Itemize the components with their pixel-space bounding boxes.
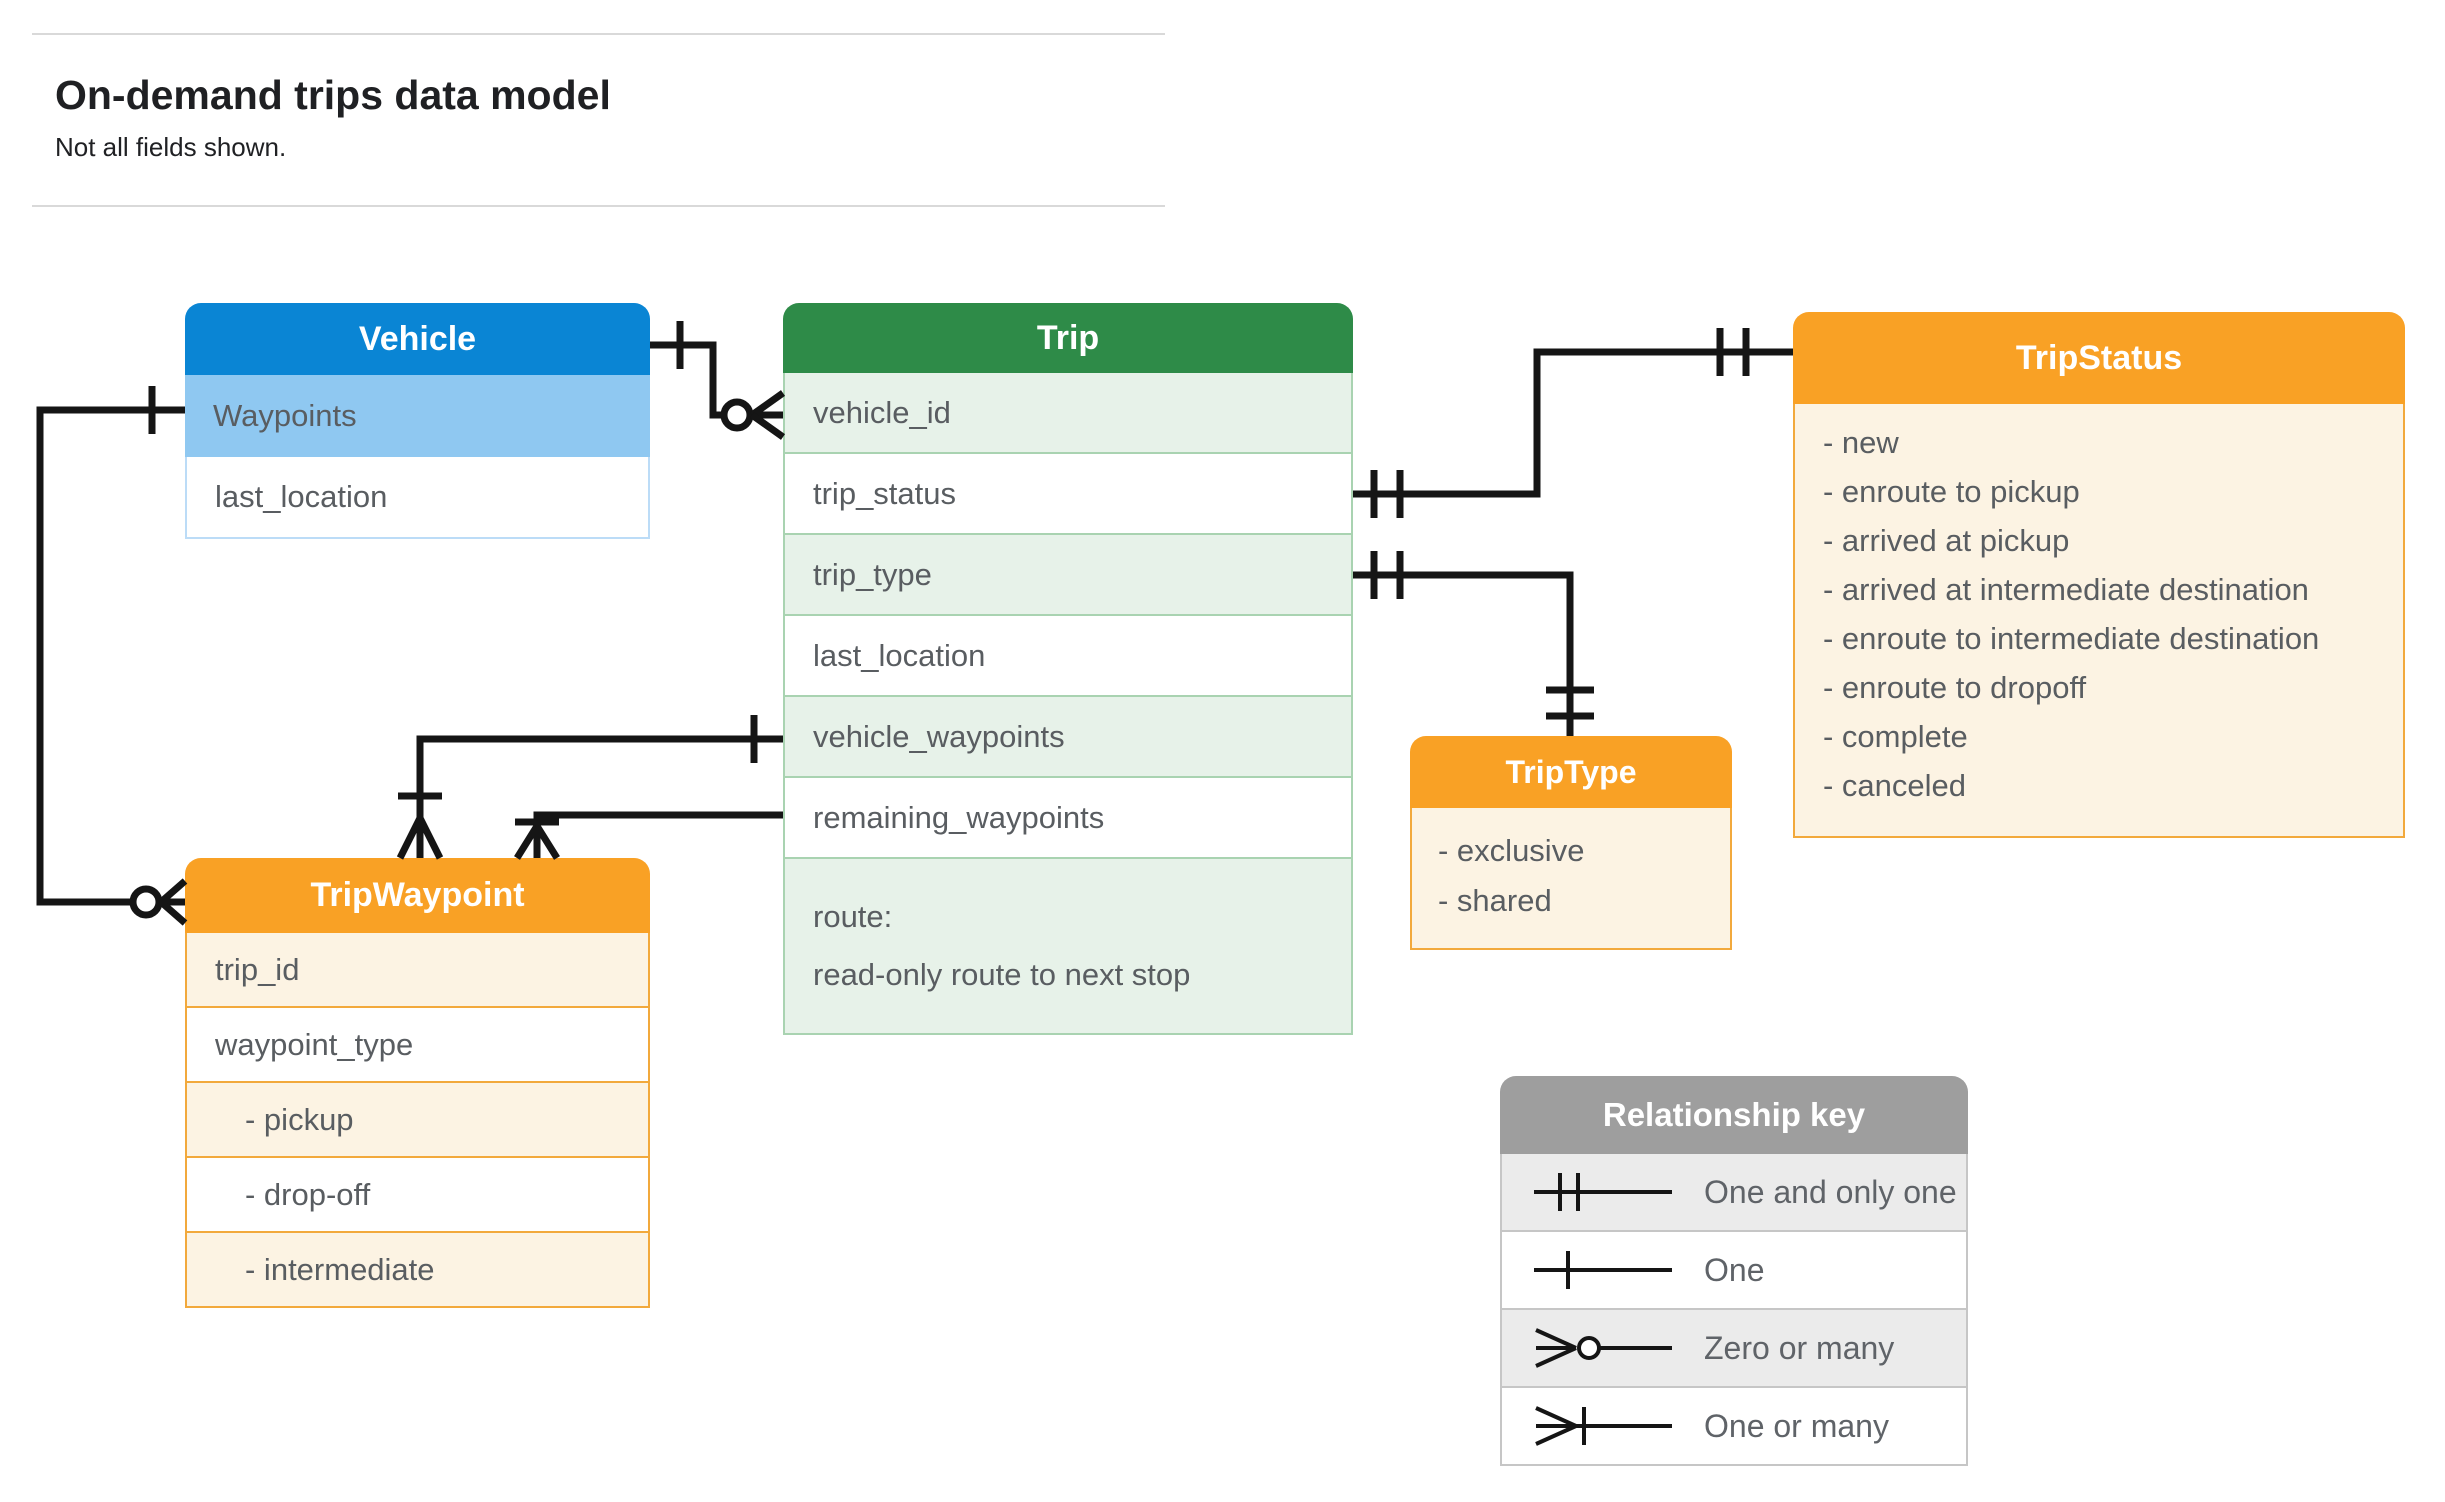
- legend-row-one: One: [1500, 1232, 1968, 1310]
- connector-remaining-waypoints-to-tripwaypoint: [514, 811, 783, 860]
- trip-row-trip-type: trip_type: [783, 535, 1353, 616]
- trip-waypoint-row-drop-off: - drop-off: [185, 1158, 650, 1233]
- trip-row-trip-status: trip_status: [783, 454, 1353, 535]
- trip-status-value: - enroute to intermediate destination: [1823, 621, 2320, 656]
- trip-status-value: - arrived at intermediate destination: [1823, 572, 2309, 607]
- entity-trip-type-title: TripType: [1410, 736, 1732, 808]
- trip-status-values: - new - enroute to pickup - arrived at p…: [1793, 404, 2405, 838]
- trip-row-vehicle-id: vehicle_id: [783, 373, 1353, 454]
- vehicle-row-last-location: last_location: [185, 457, 650, 539]
- trip-row-vehicle-waypoints: vehicle_waypoints: [783, 697, 1353, 778]
- one-symbol: [1534, 1251, 1672, 1289]
- trip-type-value: - shared: [1438, 883, 1552, 918]
- entity-trip-type: TripType - exclusive - shared: [1410, 736, 1732, 950]
- connector-vehicle-to-trip: [650, 321, 786, 440]
- relationship-key: Relationship key One and only one One: [1500, 1076, 1968, 1466]
- entity-vehicle: Vehicle Waypoints last_location: [185, 303, 650, 539]
- legend-row-one-or-many: One or many: [1500, 1388, 1968, 1466]
- entity-trip-status: TripStatus - new - enroute to pickup - a…: [1793, 312, 2405, 838]
- legend-row-one-and-only-one: One and only one: [1500, 1154, 1968, 1232]
- legend-label: One: [1704, 1251, 1765, 1288]
- entity-trip: Trip vehicle_id trip_status trip_type la…: [783, 303, 1353, 1035]
- trip-status-value: - arrived at pickup: [1823, 523, 2070, 558]
- trip-route-label: route:: [813, 899, 893, 934]
- vehicle-row-waypoints: Waypoints: [185, 375, 650, 457]
- relationship-key-title: Relationship key: [1500, 1076, 1968, 1154]
- trip-status-value: - new: [1823, 425, 1899, 460]
- entity-trip-waypoint: TripWaypoint trip_id waypoint_type - pic…: [185, 858, 650, 1308]
- trip-status-value: - complete: [1823, 719, 1968, 754]
- entity-vehicle-title: Vehicle: [185, 303, 650, 375]
- trip-waypoint-row-intermediate: - intermediate: [185, 1233, 650, 1308]
- trip-type-values: - exclusive - shared: [1410, 808, 1732, 950]
- entity-trip-title: Trip: [783, 303, 1353, 373]
- legend-label: One and only one: [1704, 1173, 1957, 1210]
- connector-trip-type-to-triptype: [1353, 551, 1594, 736]
- zero-or-many-symbol: [1535, 1328, 1672, 1368]
- trip-status-value: - canceled: [1823, 768, 1967, 803]
- trip-waypoint-row-pickup: - pickup: [185, 1083, 650, 1158]
- trip-waypoint-row-waypoint-type: waypoint_type: [185, 1008, 650, 1083]
- bottom-divider: [32, 205, 1165, 207]
- trip-type-value: - exclusive: [1438, 833, 1585, 868]
- trip-row-remaining-waypoints: remaining_waypoints: [783, 778, 1353, 859]
- trip-route-description: read-only route to next stop: [813, 957, 1191, 992]
- trip-waypoint-row-trip-id: trip_id: [185, 933, 650, 1008]
- legend-label: Zero or many: [1704, 1329, 1895, 1366]
- connector-waypoints-to-tripwaypoint: [36, 386, 188, 926]
- legend-row-zero-or-many: Zero or many: [1500, 1310, 1968, 1388]
- one-or-many-symbol: [1535, 1406, 1672, 1446]
- entity-trip-status-title: TripStatus: [1793, 312, 2405, 404]
- connector-vehicle-waypoints-to-tripwaypoint: [396, 715, 783, 860]
- trip-status-value: - enroute to dropoff: [1823, 670, 2087, 705]
- legend-label: One or many: [1704, 1407, 1889, 1444]
- one-and-only-one-symbol: [1534, 1173, 1672, 1211]
- page-subtitle: Not all fields shown.: [55, 132, 287, 162]
- trip-row-last-location: last_location: [783, 616, 1353, 697]
- top-divider: [32, 33, 1165, 35]
- trip-row-route: route: read-only route to next stop: [783, 859, 1353, 1035]
- trip-status-value: - enroute to pickup: [1823, 474, 2080, 509]
- connector-trip-status-to-tripstatus: [1353, 328, 1793, 518]
- entity-trip-waypoint-title: TripWaypoint: [185, 858, 650, 933]
- page-title: On-demand trips data model: [55, 72, 611, 118]
